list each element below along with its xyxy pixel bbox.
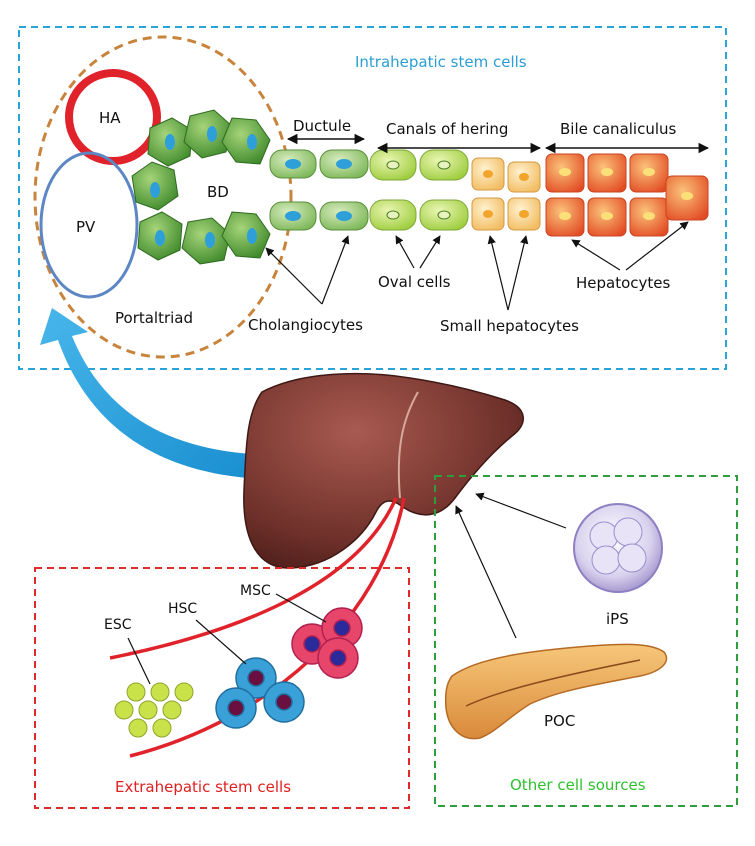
msc-label: MSC — [240, 583, 271, 599]
msc-cells — [291, 607, 363, 679]
liver-ligament — [397, 391, 419, 499]
bile-duct-cells — [131, 109, 271, 265]
cell-pointer-lines — [265, 221, 689, 311]
ips-cell — [573, 503, 663, 593]
hsc-pointer — [195, 619, 247, 665]
esc-label: ESC — [104, 617, 132, 633]
liver-organ — [243, 372, 524, 569]
segment-arrows — [286, 133, 710, 154]
esc-pointer — [127, 637, 151, 685]
poc-label: POC — [544, 712, 575, 730]
bd-label: BD — [207, 183, 229, 201]
canals-label: Canals of hering — [386, 120, 508, 138]
pancreas — [444, 643, 668, 740]
esc-cells — [114, 682, 194, 738]
portal-triad-ring — [33, 35, 293, 359]
portal-triad-label: Portaltriad — [115, 309, 193, 327]
cholangiocytes-label: Cholangiocytes — [248, 316, 363, 334]
ha-label: HA — [99, 109, 121, 127]
blue-curved-arrow — [40, 308, 252, 478]
small-hepatocytes-label: Small hepatocytes — [440, 317, 579, 335]
pancreatic-duct — [465, 659, 641, 707]
msc-pointer — [275, 593, 327, 623]
intrahepatic-box — [18, 26, 727, 370]
extrahepatic-box — [34, 567, 410, 809]
lower-cell-row — [269, 175, 709, 237]
intrahepatic-title: Intrahepatic stem cells — [355, 53, 527, 71]
pv-label: PV — [76, 218, 96, 236]
other-sources-box — [434, 475, 738, 807]
bile-canaliculus-label: Bile canaliculus — [560, 120, 677, 138]
oval-cells-label: Oval cells — [378, 273, 451, 291]
portal-vein — [39, 151, 139, 299]
other-sources-arrows — [455, 492, 567, 639]
extrahepatic-title: Extrahepatic stem cells — [115, 778, 291, 796]
ips-label: iPS — [606, 610, 629, 628]
other-sources-title: Other cell sources — [510, 776, 646, 794]
hsc-label: HSC — [168, 601, 197, 617]
ductule-label: Ductule — [293, 117, 351, 135]
hepatocytes-label: Hepatocytes — [576, 274, 671, 292]
upper-cell-row — [269, 149, 669, 193]
hsc-cells — [215, 657, 305, 729]
